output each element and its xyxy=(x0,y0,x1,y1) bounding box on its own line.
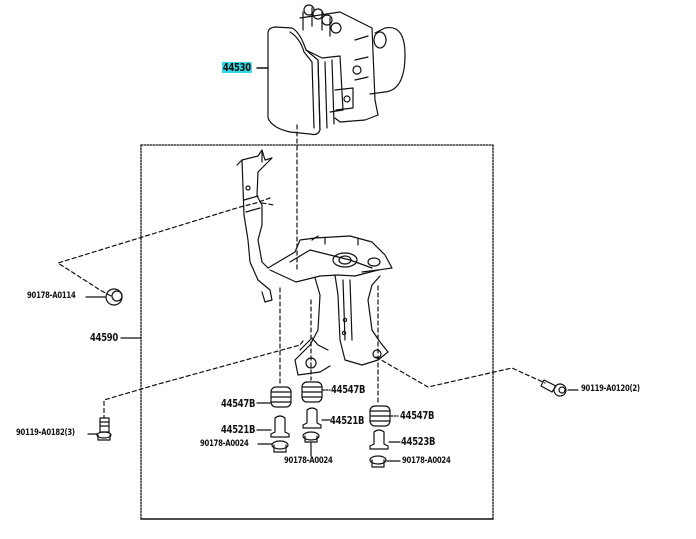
nut-upper-drawing xyxy=(85,288,123,306)
part-label-44590[interactable]: 44590 xyxy=(90,331,118,344)
part-label-44547B-right[interactable]: 44547B xyxy=(400,409,435,422)
part-label-90119-A0182[interactable]: 90119-A0182(3) xyxy=(16,428,75,438)
leader-lines xyxy=(57,197,546,419)
nut-right-drawing xyxy=(369,455,401,468)
cushion-center-drawing xyxy=(301,381,331,403)
part-label-44521B-center[interactable]: 44521B xyxy=(330,414,365,427)
collar-left-drawing xyxy=(256,415,290,438)
part-label-44530[interactable]: 44530 xyxy=(222,61,252,74)
part-label-44547B-left[interactable]: 44547B xyxy=(221,397,256,410)
nut-center-drawing xyxy=(302,431,320,457)
abs-actuator-drawing[interactable] xyxy=(267,4,406,136)
part-label-90178-A0024-center[interactable]: 90178-A0024 xyxy=(284,456,333,466)
cushion-right-drawing xyxy=(369,405,399,427)
part-label-90119-A0120[interactable]: 90119-A0120(2) xyxy=(581,384,640,394)
collar-center-drawing xyxy=(302,407,331,429)
part-label-90178-A0024-right[interactable]: 90178-A0024 xyxy=(402,456,451,466)
assembly-frame xyxy=(140,144,494,520)
part-label-90178-A0114[interactable]: 90178-A0114 xyxy=(27,291,76,301)
collar-right-drawing xyxy=(369,429,401,450)
bolt-left-drawing xyxy=(87,417,112,441)
part-label-44521B-left[interactable]: 44521B xyxy=(221,423,256,436)
part-label-90178-A0024-left[interactable]: 90178-A0024 xyxy=(200,439,249,449)
cushion-left-drawing xyxy=(256,386,292,408)
part-label-44523B[interactable]: 44523B xyxy=(401,435,436,448)
part-label-44547B-center[interactable]: 44547B xyxy=(331,383,366,396)
nut-left-drawing xyxy=(257,440,289,453)
bolt-right-drawing xyxy=(540,379,579,397)
bracket-drawing[interactable] xyxy=(236,149,393,376)
